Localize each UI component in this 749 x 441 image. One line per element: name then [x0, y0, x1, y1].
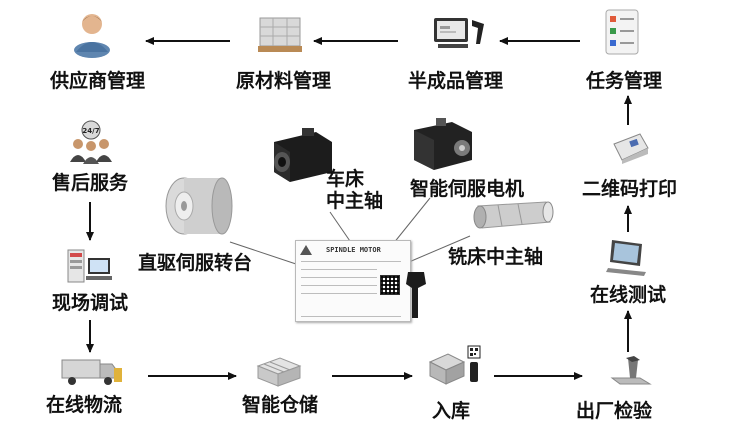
- pallet-icon: [258, 17, 302, 52]
- node-smart-storage: 智能仓储: [242, 394, 319, 416]
- checklist-icon: [605, 9, 639, 55]
- support-team-icon: 24/7: [70, 120, 112, 164]
- connector-lathe: [329, 211, 353, 245]
- node-task-management: 任务管理: [586, 70, 663, 92]
- node-supplier-management: 供应商管理: [50, 70, 146, 92]
- package-icon: [428, 345, 481, 385]
- milling-spindle-icon: [473, 201, 554, 229]
- product-direct-drive-turntable: 直驱伺服转台: [138, 252, 253, 274]
- monitor-icon: [606, 240, 646, 276]
- label-printer-icon: [613, 133, 649, 164]
- qr-code-icon: [380, 275, 400, 295]
- svg-text:24/7: 24/7: [82, 127, 99, 135]
- nameplate-line: [301, 277, 377, 278]
- person-icon: [74, 14, 110, 58]
- connector-servo: [392, 197, 431, 245]
- connector-direct-drive: [229, 241, 297, 265]
- nameplate-line: [301, 269, 377, 270]
- lathe-spindle-icon: [274, 128, 332, 182]
- node-online-logistics: 在线物流: [46, 394, 123, 416]
- node-field-debugging: 现场调试: [52, 292, 129, 314]
- product-lathe-spindle: 车床 中主轴: [326, 168, 384, 212]
- node-semi-finished-management: 半成品管理: [408, 70, 504, 92]
- product-smart-servo-motor: 智能伺服电机: [410, 178, 525, 200]
- node-online-testing: 在线测试: [590, 284, 667, 306]
- storage-box-icon: [256, 357, 302, 387]
- nameplate-line: [301, 285, 377, 286]
- servo-motor-icon: [414, 118, 472, 170]
- direct-drive-turntable-icon: [165, 177, 233, 235]
- node-warehousing: 入库: [432, 400, 471, 422]
- nameplate-line: [301, 316, 401, 317]
- inspection-scanner-icon: [610, 356, 652, 385]
- node-qr-code-print: 二维码打印: [582, 178, 678, 200]
- nameplate-line: [301, 293, 377, 294]
- spindle-motor-nameplate: SPINDLE MOTOR: [295, 240, 411, 322]
- brand-logo-icon: [300, 245, 312, 255]
- nameplate-title: SPINDLE MOTOR: [326, 246, 381, 254]
- connector-milling: [408, 235, 471, 263]
- node-raw-material-management: 原材料管理: [236, 70, 332, 92]
- scanner-terminal-icon: [434, 18, 484, 48]
- handheld-scanner-icon: [406, 272, 426, 318]
- truck-icon: [61, 359, 122, 385]
- test-bench-icon: [67, 249, 112, 283]
- node-after-sales-service: 售后服务: [52, 172, 129, 194]
- nameplate-line: [301, 261, 401, 262]
- product-milling-spindle: 铣床中主轴: [448, 246, 544, 268]
- node-factory-inspection: 出厂检验: [576, 400, 653, 422]
